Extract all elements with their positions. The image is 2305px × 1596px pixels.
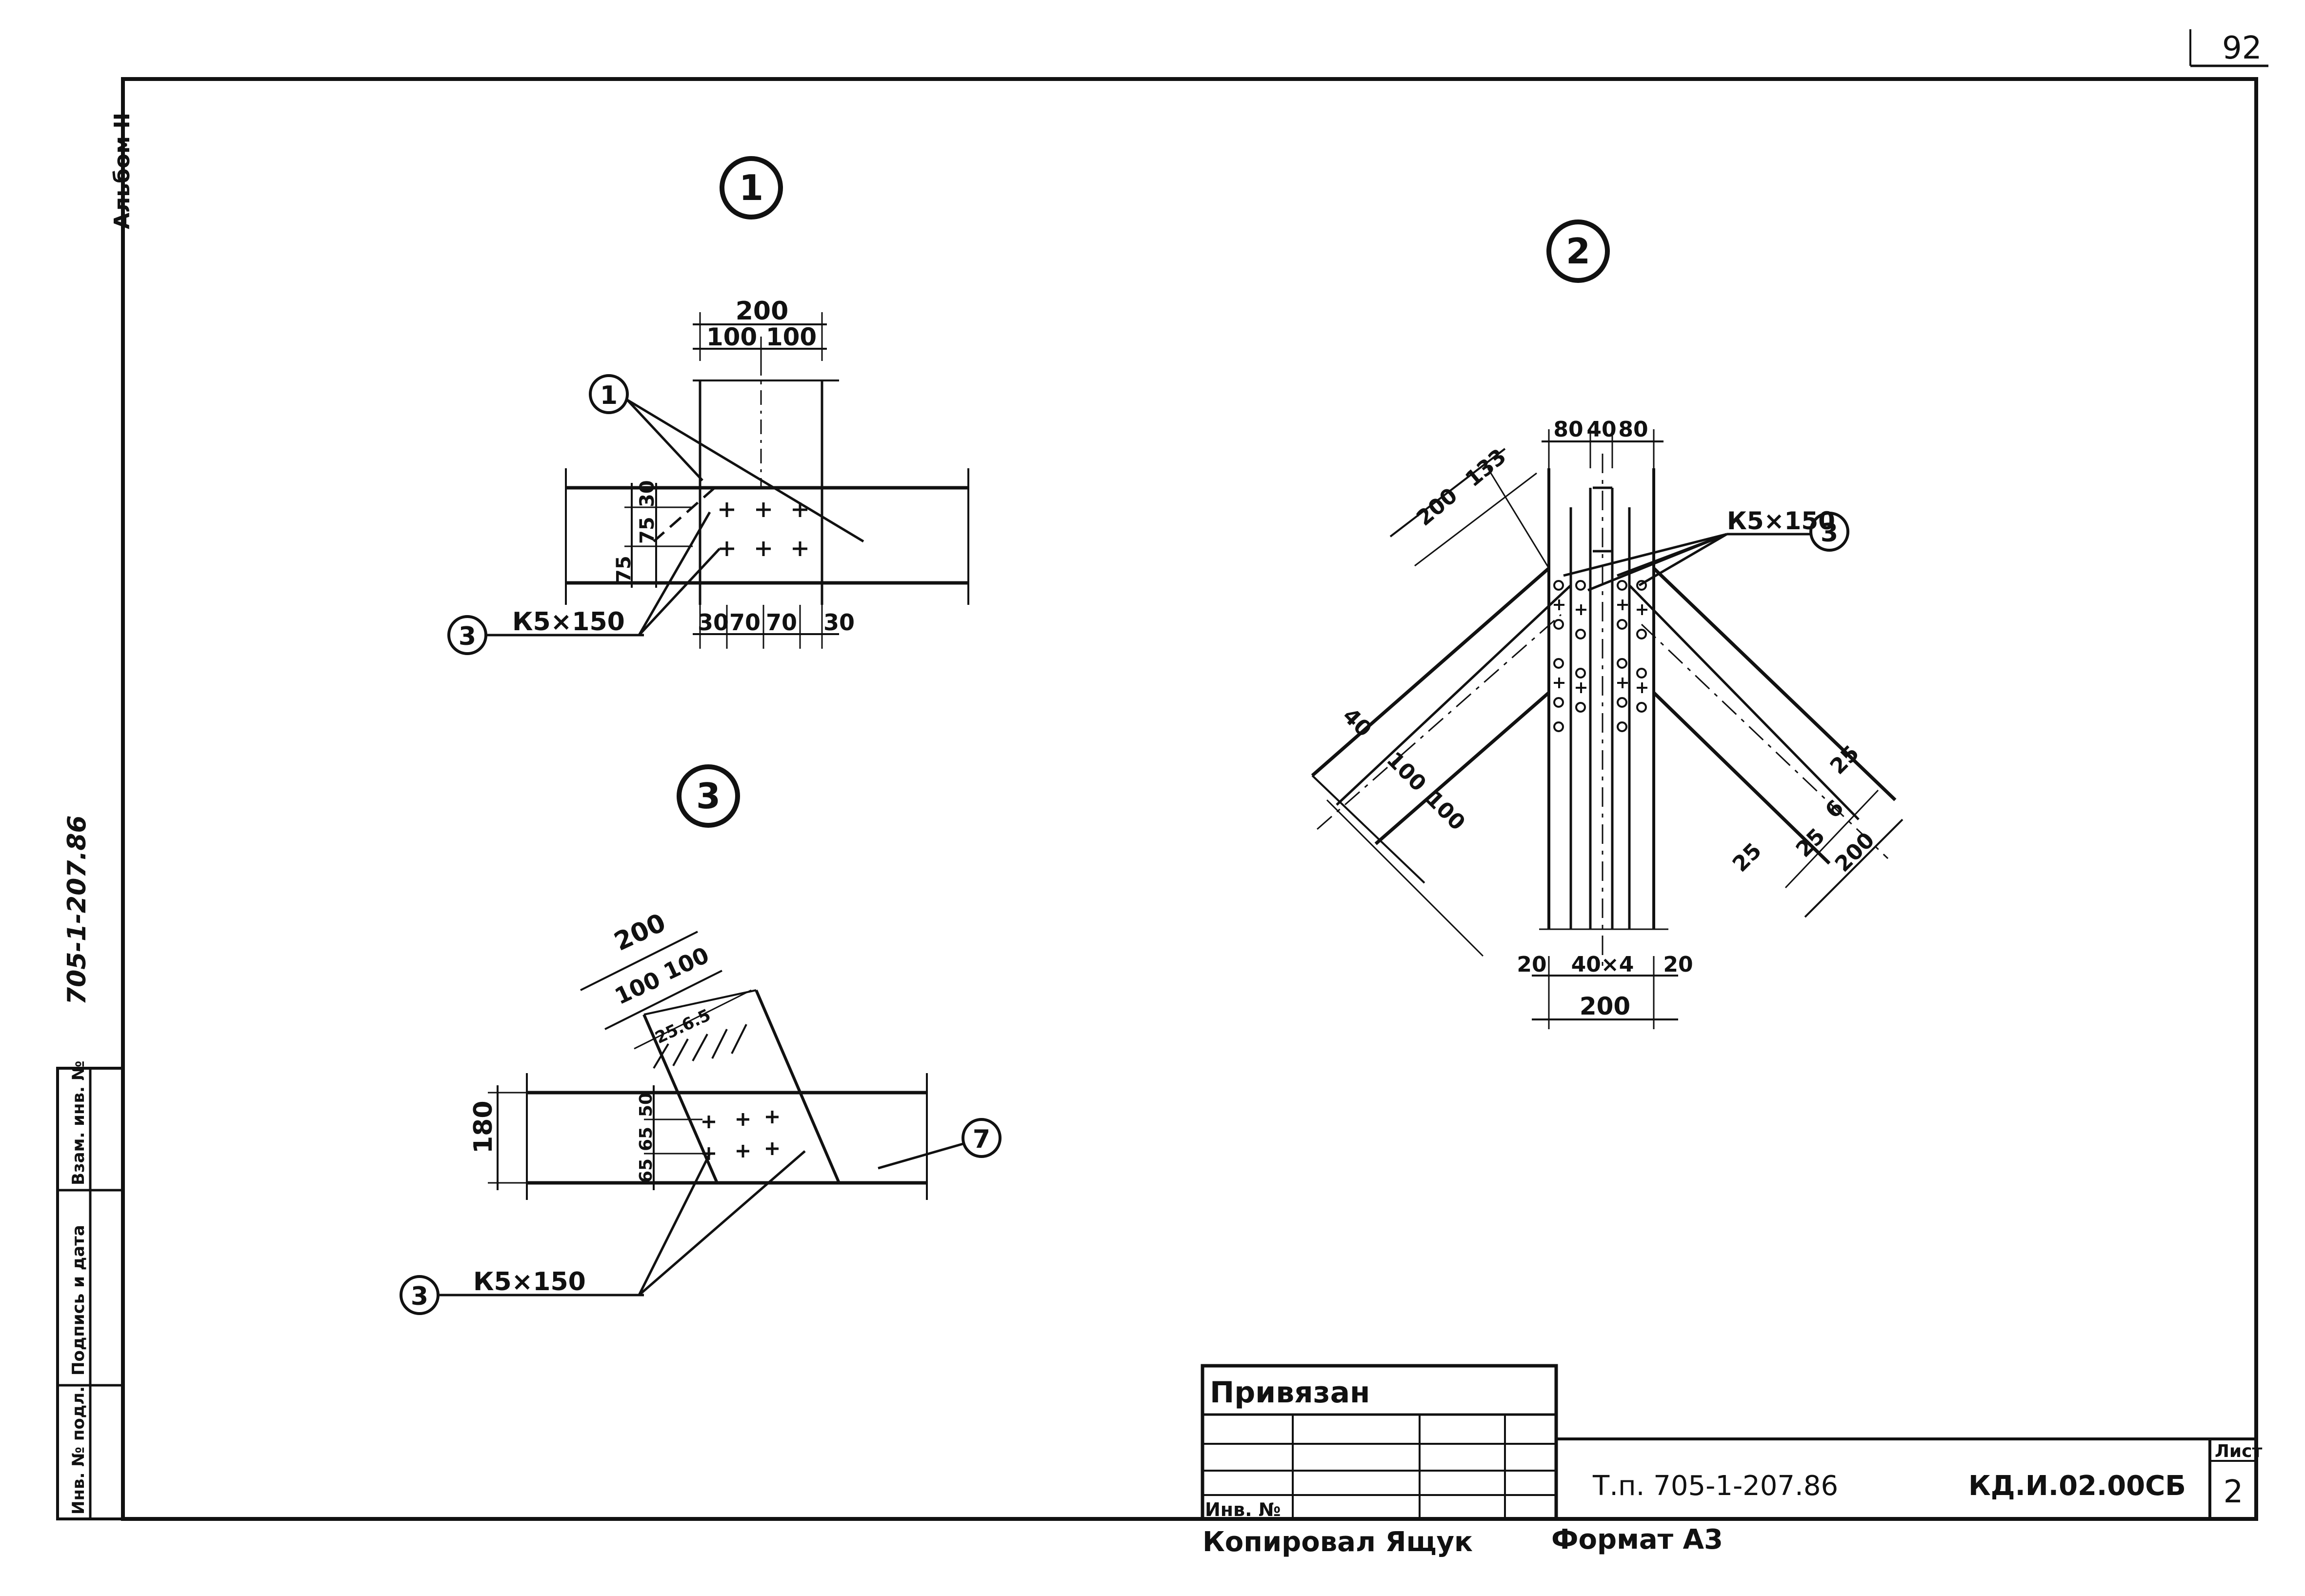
svg-text:80: 80	[1553, 417, 1583, 442]
svg-text:6: 6	[1821, 795, 1849, 823]
title-block: Привязан Инв. № Т.п. 705-1-207.86 КД.И.0…	[1201, 1364, 2262, 1521]
svg-text:200: 200	[1830, 828, 1880, 877]
svg-text:180: 180	[469, 1100, 498, 1154]
series-code: 705-1-207.86	[62, 815, 92, 1005]
sheet-number: 2	[2224, 1474, 2244, 1510]
detail-2-callout-3	[1809, 512, 1849, 552]
svg-text:25: 25	[1825, 740, 1864, 779]
stamp-vzam-inv: Взам. инв. №	[69, 1060, 88, 1185]
svg-text:20: 20	[1517, 952, 1546, 977]
svg-text:1: 1	[739, 167, 763, 208]
svg-text:20: 20	[1663, 952, 1693, 977]
detail-2-weld-label: К5×150	[1727, 507, 1835, 535]
detail-3-weld-label: К5×150	[473, 1267, 586, 1297]
format-label: Формат А3	[1551, 1524, 1723, 1556]
svg-text:3: 3	[696, 776, 721, 817]
svg-text:200: 200	[736, 297, 789, 326]
stamp-inv-podl: Инв. № подл.	[69, 1386, 88, 1515]
svg-text:40: 40	[1338, 703, 1376, 742]
detail-1-weld-label: К5×150	[512, 607, 625, 637]
svg-text:200: 200	[1580, 992, 1630, 1020]
detail-2: 2	[1311, 219, 1904, 1029]
svg-text:30: 30	[823, 609, 855, 636]
svg-text:80: 80	[1618, 417, 1648, 442]
detail-3-bolts	[702, 1111, 779, 1160]
detail-1-marker	[720, 156, 783, 219]
detail-1-bolts	[720, 502, 807, 556]
drawing-frame	[121, 77, 2258, 1521]
detail-2-marker	[1546, 219, 1610, 283]
stamp-podpis-data: Подпись и дата	[69, 1225, 88, 1376]
detail-3: 3 200 100 100 25.6.5 180	[400, 764, 1002, 1315]
svg-text:70: 70	[729, 609, 761, 636]
svg-text:2: 2	[1566, 231, 1590, 272]
svg-text:1: 1	[600, 381, 618, 410]
svg-text:133: 133	[1461, 444, 1511, 492]
drawing-code: КД.И.02.00СБ	[1968, 1470, 2186, 1502]
svg-text:3: 3	[411, 1282, 428, 1311]
svg-text:65: 65	[636, 1127, 656, 1151]
svg-text:3: 3	[459, 622, 476, 651]
svg-text:100: 100	[1421, 786, 1470, 836]
svg-text:3: 3	[1821, 519, 1838, 548]
project-number: Т.п. 705-1-207.86	[1592, 1470, 1838, 1502]
detail-1-callout-1	[589, 374, 629, 414]
album-label: Альбом II	[110, 113, 135, 229]
copied-by: Копировал Ящук	[1203, 1526, 1473, 1558]
svg-text:75: 75	[636, 517, 659, 544]
detail-3-marker	[677, 764, 740, 828]
svg-text:100: 100	[766, 323, 817, 351]
svg-text:70: 70	[766, 609, 797, 636]
svg-text:25: 25	[1728, 838, 1766, 877]
detail-1: 1 200 100 100 30 75 75	[447, 156, 969, 655]
svg-text:40×4: 40×4	[1571, 952, 1634, 977]
privyazan-label: Привязан	[1210, 1376, 1370, 1410]
svg-text:100: 100	[706, 323, 757, 351]
detail-3-hatching	[653, 1024, 747, 1069]
svg-text:40: 40	[1586, 417, 1616, 442]
svg-text:65: 65	[636, 1158, 656, 1183]
page-number: 92	[2222, 30, 2262, 66]
inv-no-label: Инв. №	[1205, 1499, 1281, 1520]
svg-text:50: 50	[636, 1093, 656, 1117]
svg-text:30: 30	[698, 609, 729, 636]
detail-3-callout-7	[962, 1118, 1002, 1158]
sheet-label: Лист	[2215, 1441, 2262, 1461]
svg-text:200: 200	[1412, 483, 1462, 531]
svg-text:30: 30	[636, 480, 659, 507]
side-stamp: Взам. инв. № Подпись и дата Инв. № подл.	[56, 1060, 124, 1520]
svg-text:75: 75	[613, 556, 635, 583]
svg-text:7: 7	[973, 1125, 990, 1154]
detail-2-holes	[1553, 580, 1647, 732]
